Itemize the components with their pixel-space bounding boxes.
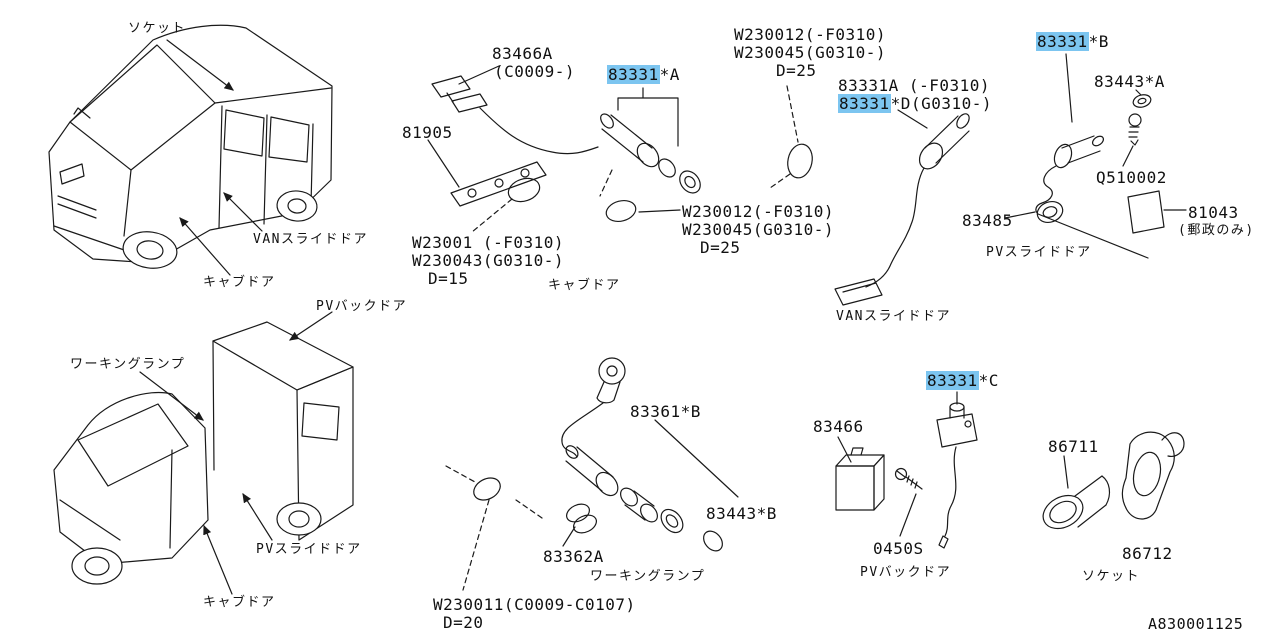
label-83485: 83485 — [962, 211, 1013, 230]
part-83331d-drawing — [834, 109, 970, 306]
suffix-c: *C — [978, 371, 999, 390]
label-van-slide-door-mid: VANスライドドア — [836, 309, 951, 324]
label-83331-c[interactable]: 83331*C — [926, 371, 999, 390]
part-86711-drawing — [1042, 455, 1111, 530]
highlighted-part-number-b[interactable]: 83331 — [1036, 32, 1089, 51]
label-81043: 81043 — [1188, 203, 1239, 222]
part-83443a-drawing — [1132, 89, 1152, 108]
van-drawing — [48, 24, 333, 269]
label-86712: 86712 — [1122, 544, 1173, 563]
label-w230011-1: W230011(C0009-C0107) — [433, 595, 636, 614]
label-83443a: 83443*A — [1094, 72, 1165, 91]
label-86711: 86711 — [1048, 437, 1099, 456]
diagram-code: A830001125 — [1148, 615, 1244, 633]
part-83331b-drawing — [1004, 53, 1149, 259]
label-81043-note: (郵政のみ) — [1178, 223, 1255, 238]
label-socket-top: ソケット — [128, 21, 187, 36]
label-working-lamp-left: ワーキングランプ — [70, 357, 186, 372]
label-w230012-mid-3: D=25 — [700, 238, 741, 257]
label-w23001-1: W23001 (-F0310) — [412, 233, 564, 252]
suffix-a: *A — [659, 65, 680, 84]
label-83362a: 83362A — [543, 547, 604, 566]
label-van-slide-door-top: VANスライドドア — [253, 232, 368, 247]
van-leader-lines — [166, 39, 263, 276]
label-w23001-2: W230043(G0310-) — [412, 251, 564, 270]
label-83361b: 83361*B — [630, 402, 701, 421]
label-pv-slide-door-top: PVスライドドア — [986, 245, 1092, 260]
label-w230012-mid-2: W230045(G0310-) — [682, 220, 834, 239]
label-w23001-3: D=15 — [428, 269, 469, 288]
highlighted-part-number-a[interactable]: 83331 — [607, 65, 660, 84]
part-q510002-drawing — [1122, 113, 1142, 167]
part-81043-drawing — [1127, 190, 1187, 234]
label-w230011-2: D=20 — [443, 613, 484, 632]
label-cab-door-mid: キャブドア — [548, 278, 621, 293]
label-83331A-full: 83331A (-F0310) — [838, 76, 990, 95]
label-81905: 81905 — [402, 123, 453, 142]
truck-drawing — [53, 321, 354, 585]
label-cab-door-bottom: キャブドア — [203, 595, 276, 610]
label-w230012-top-1: W230012(-F0310) — [734, 25, 886, 44]
label-socket-bottom: ソケット — [1082, 569, 1141, 584]
grommet-w230012-drawing — [769, 85, 813, 189]
part-81905-drawing — [427, 139, 547, 207]
highlighted-part-number-c[interactable]: 83331 — [926, 371, 979, 390]
label-pv-slide-door-bottom: PVスライドドア — [256, 542, 362, 557]
label-pv-back-door-top: PVバックドア — [316, 299, 408, 314]
label-w230012-mid-1: W230012(-F0310) — [682, 202, 834, 221]
label-83331-d[interactable]: 83331*D(G0310-) — [838, 94, 992, 113]
label-83331-a[interactable]: 83331*A — [607, 65, 680, 84]
label-83466a: 83466A — [492, 44, 553, 63]
label-0450s: 0450S — [873, 539, 924, 558]
part-83466a-drawing — [431, 65, 599, 155]
truck-leader-lines — [139, 311, 333, 595]
label-83443b: 83443*B — [706, 504, 777, 523]
label-83466a-range: (C0009-) — [494, 62, 576, 81]
part-83362a-drawing — [562, 503, 597, 547]
label-83331-b[interactable]: 83331*B — [1036, 32, 1109, 51]
part-83331c-drawing — [936, 391, 978, 549]
grommet-w23001-drawing — [471, 177, 541, 233]
label-working-lamp-mid: ワーキングランプ — [590, 569, 706, 584]
suffix-d: *D(G0310-) — [890, 94, 992, 113]
label-pv-back-door-bottom: PVバックドア — [860, 565, 952, 580]
part-83466-drawing — [835, 436, 885, 511]
part-0450s-drawing — [894, 467, 923, 537]
label-83466: 83466 — [813, 417, 864, 436]
label-w230012-top-2: W230045(G0310-) — [734, 43, 886, 62]
part-86712-drawing — [1121, 431, 1185, 520]
label-w230012-top-3: D=25 — [776, 61, 817, 80]
part-83361b-drawing — [561, 357, 739, 552]
grommet-w230011-drawing — [445, 465, 543, 591]
part-83331a-drawing — [599, 87, 701, 223]
highlighted-part-number-d[interactable]: 83331 — [838, 94, 891, 113]
suffix-b: *B — [1088, 32, 1109, 51]
label-q510002: Q510002 — [1096, 168, 1167, 187]
label-cab-door-top: キャブドア — [203, 275, 276, 290]
